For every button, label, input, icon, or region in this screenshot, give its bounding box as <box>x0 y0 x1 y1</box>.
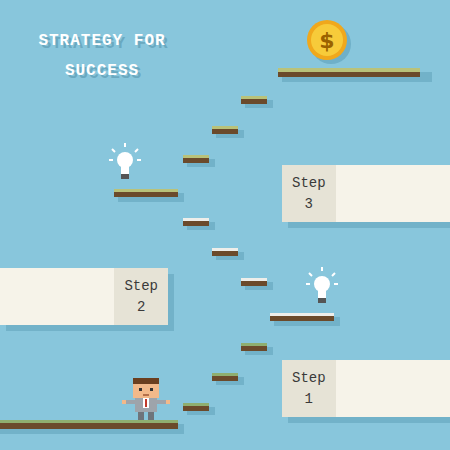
platform <box>114 189 184 202</box>
tie <box>145 399 147 407</box>
hand <box>122 400 126 404</box>
hand <box>166 400 170 404</box>
step-body <box>212 376 238 381</box>
bulb-ray <box>137 159 141 161</box>
step-tab: Step 2 <box>114 268 168 325</box>
businessman-character <box>122 378 170 420</box>
step-top <box>212 248 238 251</box>
platform <box>270 313 340 326</box>
face <box>133 384 159 398</box>
bulb-glass <box>117 152 133 168</box>
step-top <box>241 278 267 281</box>
hair <box>133 378 159 384</box>
step-top <box>212 126 238 129</box>
suit <box>135 398 157 412</box>
stairs <box>183 343 273 415</box>
bulb-ray <box>124 143 126 147</box>
coin-rim <box>307 20 347 60</box>
step-panel: Step 2 <box>0 268 168 325</box>
step-panel: Step 1 <box>282 360 450 417</box>
arm <box>125 400 135 404</box>
platform-body <box>278 72 420 77</box>
step-top <box>241 343 267 346</box>
bulb-base <box>318 298 326 303</box>
platform-body <box>114 192 178 197</box>
bulb-ray <box>109 159 113 161</box>
step-panel: Step 3 <box>282 165 450 222</box>
step-body <box>241 346 267 351</box>
ground <box>0 420 184 434</box>
step-body <box>212 129 238 134</box>
bulb-ray <box>135 149 138 152</box>
step-label: Step 3 <box>292 173 326 214</box>
ground-top <box>0 420 178 423</box>
platform <box>278 68 432 82</box>
ground-body <box>0 423 178 429</box>
step-top <box>183 403 209 406</box>
mouth <box>143 394 149 396</box>
bulb-neck <box>318 290 326 298</box>
lightbulb-icon <box>109 143 141 179</box>
platform-top <box>270 313 334 316</box>
stairs <box>183 96 273 167</box>
lightbulb-icon <box>306 267 338 303</box>
bulb-ray <box>309 273 312 276</box>
step-label: Step 1 <box>292 368 326 409</box>
step-tab: Step 3 <box>282 165 336 222</box>
bulb-neck <box>121 166 129 174</box>
eye <box>150 388 153 391</box>
platform-top <box>114 189 178 192</box>
coin <box>307 20 351 64</box>
step-body <box>183 158 209 163</box>
step-body <box>241 281 267 286</box>
step-body <box>183 406 209 411</box>
bulb-ray <box>112 149 115 152</box>
bulb-ray <box>332 273 335 276</box>
step-top <box>183 155 209 158</box>
ground-shadow <box>0 424 184 434</box>
bulb-ray <box>321 267 323 271</box>
leg <box>148 412 154 420</box>
leg <box>138 412 144 420</box>
step-top <box>212 373 238 376</box>
step-top <box>241 96 267 99</box>
coin-symbol: $ <box>307 20 347 60</box>
stairs <box>183 218 273 290</box>
arm <box>157 400 167 404</box>
bulb-ray <box>306 283 310 285</box>
bulb-glass <box>314 276 330 292</box>
step-body <box>241 99 267 104</box>
eye <box>139 388 142 391</box>
step-top <box>183 218 209 221</box>
shirt <box>143 398 149 408</box>
platform-top <box>278 68 420 72</box>
step-body <box>183 221 209 226</box>
bulb-ray <box>334 283 338 285</box>
step-label: Step 2 <box>124 276 158 317</box>
title: STRATEGY FOR SUCCESS <box>22 26 182 86</box>
platform-body <box>270 316 334 321</box>
bulb-base <box>121 174 129 179</box>
step-tab: Step 1 <box>282 360 336 417</box>
step-body <box>212 251 238 256</box>
